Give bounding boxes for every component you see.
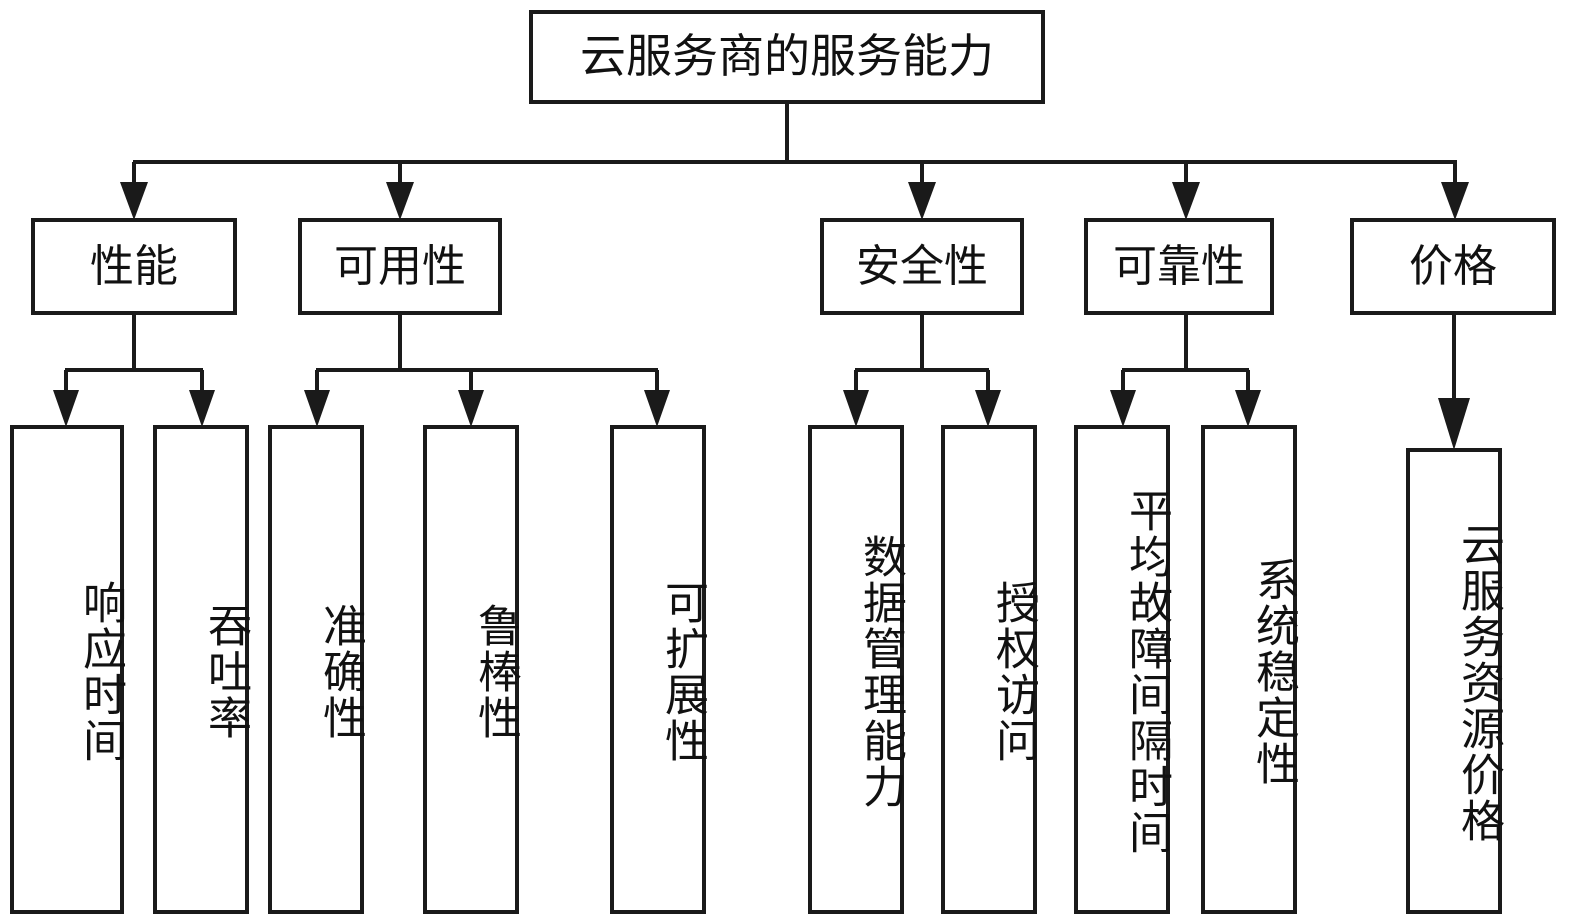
level2-node-box-reliability[interactable] — [1084, 218, 1274, 315]
root-node-box[interactable] — [529, 10, 1045, 104]
leaf-node-box-data-management[interactable] — [808, 425, 904, 914]
leaf-label-data-management: 数据管理能力 — [856, 534, 905, 810]
leaf-node-box-resource-price[interactable] — [1406, 448, 1502, 914]
arrow-head-scalability — [644, 390, 670, 427]
leaf-node-box-robustness[interactable] — [423, 425, 519, 914]
arrow-head-response-time — [53, 390, 79, 427]
level2-node-box-performance[interactable] — [31, 218, 237, 315]
arrow-head-mtbf — [1110, 390, 1136, 427]
leaf-label-response-time: 响应时间 — [76, 580, 125, 764]
leaf-label-authorized-access: 授权访问 — [989, 580, 1038, 764]
leaf-node-box-accuracy[interactable] — [268, 425, 364, 914]
leaf-label-throughput: 吞吐率 — [201, 603, 250, 741]
arrow-head-resource-price — [1438, 398, 1470, 450]
arrow-head-data-management — [843, 390, 869, 427]
leaf-label-resource-price: 云服务资源价格 — [1454, 522, 1503, 844]
arrow-head-robustness — [458, 390, 484, 427]
leaf-node-box-scalability[interactable] — [610, 425, 706, 914]
arrow-head-accuracy — [304, 390, 330, 427]
leaf-node-box-throughput[interactable] — [153, 425, 249, 914]
leaf-label-system-stability: 系统稳定性 — [1249, 557, 1298, 787]
level2-label-reliability: 可靠性 — [1113, 241, 1245, 291]
arrow-head-authorized-access — [975, 390, 1001, 427]
level2-node-box-security[interactable] — [820, 218, 1024, 315]
arrow-head-throughput — [189, 390, 215, 427]
root-node-label: 云服务商的服务能力 — [580, 31, 994, 82]
leaf-label-scalability: 可扩展性 — [658, 580, 707, 764]
arrow-head-security — [908, 182, 936, 220]
leaf-label-mtbf: 平均故障间隔时间 — [1122, 488, 1171, 856]
arrow-head-availability — [386, 182, 414, 220]
leaf-node-box-authorized-access[interactable] — [941, 425, 1037, 914]
arrow-head-performance — [120, 182, 148, 220]
leaf-label-accuracy: 准确性 — [316, 603, 365, 741]
level2-label-performance: 性能 — [90, 241, 178, 291]
leaf-label-robustness: 鲁棒性 — [471, 603, 520, 741]
leaf-node-box-system-stability[interactable] — [1201, 425, 1297, 914]
leaf-node-box-response-time[interactable] — [10, 425, 124, 914]
level2-label-price: 价格 — [1409, 241, 1497, 291]
leaf-node-box-mtbf[interactable] — [1074, 425, 1170, 914]
arrow-head-reliability — [1172, 182, 1200, 220]
level2-label-security: 安全性 — [856, 241, 988, 291]
arrow-head-price — [1441, 182, 1469, 220]
arrow-head-system-stability — [1235, 390, 1261, 427]
level2-label-availability: 可用性 — [334, 241, 466, 291]
